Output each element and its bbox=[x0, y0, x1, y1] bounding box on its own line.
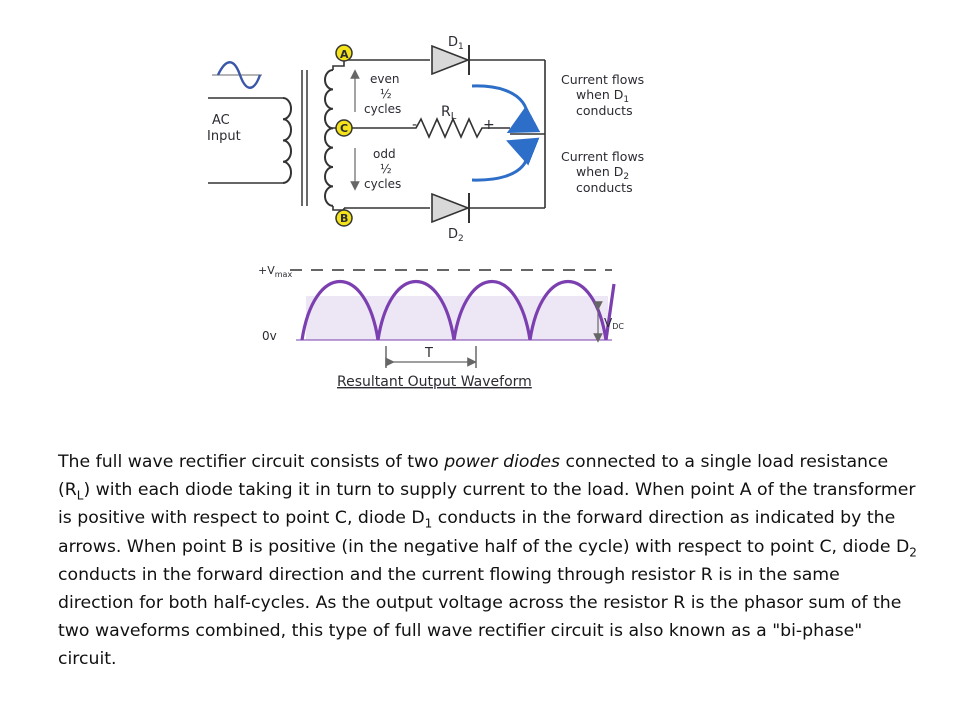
svg-text:A: A bbox=[340, 48, 349, 61]
resistor-rl bbox=[408, 117, 510, 139]
svg-text:C: C bbox=[340, 122, 348, 135]
current-d2-note-line3: conducts bbox=[576, 180, 633, 195]
waveform-caption: Resultant Output Waveform bbox=[337, 374, 532, 390]
resistor-plus-sign: + bbox=[483, 117, 495, 133]
subscript-l: L bbox=[76, 488, 84, 503]
ac-source-symbol bbox=[212, 61, 262, 89]
resistor-minus-sign: - bbox=[412, 117, 417, 133]
description-text-4: conducts in the forward direction as ind… bbox=[58, 508, 910, 557]
odd-cycles-label-line2: ½ bbox=[380, 162, 392, 176]
description-paragraph: The full wave rectifier circuit consists… bbox=[58, 448, 918, 674]
period-marker bbox=[385, 346, 477, 368]
diode-d1 bbox=[431, 44, 471, 76]
current-d1-note-line3: conducts bbox=[576, 103, 633, 118]
waveform-dc-fill bbox=[306, 296, 608, 340]
current-arrow-d1 bbox=[471, 84, 541, 134]
node-c-marker: C bbox=[335, 119, 353, 137]
diode-d2-label: D2 bbox=[448, 227, 464, 244]
diode-d2 bbox=[431, 192, 471, 224]
current-d1-note-line2: when D1 bbox=[576, 87, 629, 105]
diode-d1-label: D1 bbox=[448, 35, 464, 52]
current-d2-note-line1: Current flows bbox=[561, 149, 644, 164]
current-d1-note-line1: Current flows bbox=[561, 72, 644, 87]
full-wave-rectifier-diagram: AC Input D1 D2 RL - + bbox=[207, 35, 644, 390]
output-waveform bbox=[290, 269, 616, 341]
description-text-3: ) with each diode taking it in turn to s… bbox=[58, 480, 916, 529]
subscript-2: 2 bbox=[909, 545, 917, 560]
current-arrow-d2 bbox=[471, 137, 540, 182]
node-a-marker: A bbox=[335, 44, 353, 62]
period-label: T bbox=[424, 346, 433, 361]
ac-input-label-line2: Input bbox=[207, 129, 241, 144]
node-b-marker: B bbox=[335, 209, 353, 227]
vdc-label: VDC bbox=[604, 316, 624, 331]
even-cycles-label-line3: cycles bbox=[364, 102, 401, 116]
even-cycles-label-line2: ½ bbox=[380, 87, 392, 101]
description-text-2: connected to a single load resistance (R bbox=[58, 452, 889, 501]
secondary-coil bbox=[324, 69, 334, 207]
odd-cycles-label-line3: cycles bbox=[364, 177, 401, 191]
primary-wires bbox=[208, 97, 283, 184]
even-cycles-label-line1: even bbox=[370, 72, 399, 86]
ac-input-label-line1: AC bbox=[212, 113, 230, 128]
rectified-waveform-curve bbox=[300, 280, 616, 341]
description-text-1: The full wave rectifier circuit consists… bbox=[58, 452, 445, 472]
transformer-core bbox=[301, 70, 308, 206]
odd-cycles-label-line1: odd bbox=[373, 147, 396, 161]
zero-volt-label: 0v bbox=[262, 329, 277, 343]
current-d2-note-line2: when D2 bbox=[576, 164, 629, 182]
primary-coil bbox=[282, 97, 292, 184]
resistor-rl-label: RL bbox=[441, 104, 457, 122]
vmax-label: +Vmax bbox=[258, 264, 292, 279]
subscript-1: 1 bbox=[424, 516, 433, 531]
description-text-5: conducts in the forward direction and th… bbox=[58, 564, 902, 670]
svg-text:B: B bbox=[340, 212, 348, 225]
description-emphasis-power-diodes: power diodes bbox=[444, 452, 561, 472]
